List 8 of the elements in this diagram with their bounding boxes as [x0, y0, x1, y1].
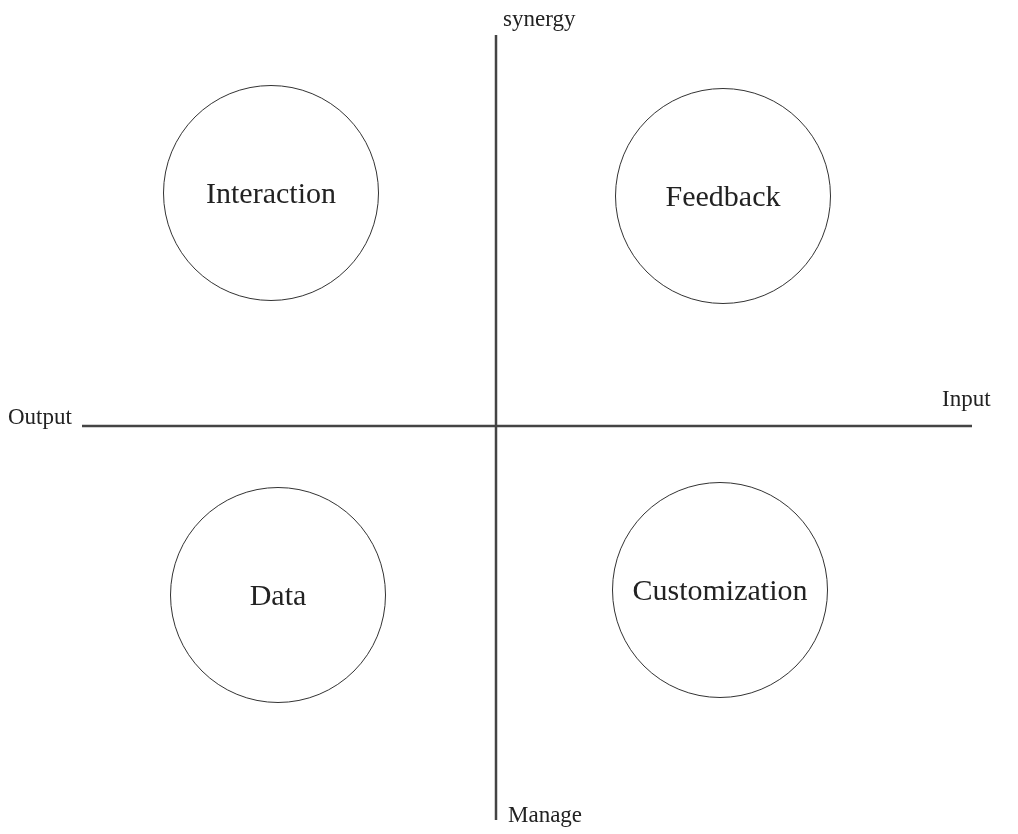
axis-label: Input — [942, 387, 991, 410]
circle-label: Interaction — [206, 176, 336, 210]
axis-label: Manage — [508, 803, 583, 826]
circle-label: Customization — [632, 573, 808, 607]
axis-label: synergy — [503, 7, 576, 30]
circle-label: Feedback — [665, 179, 781, 213]
circle-label: Data — [249, 578, 307, 612]
axis-label: Output — [8, 405, 72, 428]
